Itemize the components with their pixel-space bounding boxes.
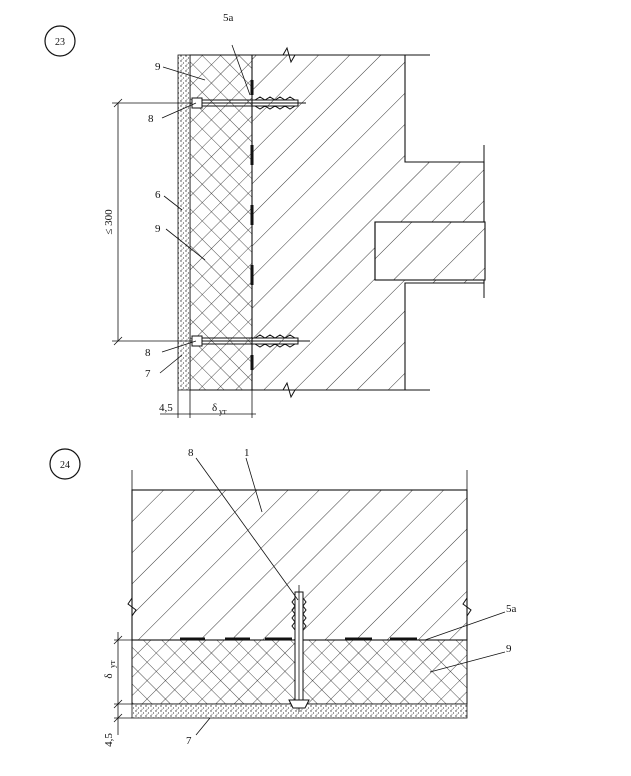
- figure-number: 23: [55, 37, 65, 48]
- render-layer: [177, 54, 191, 391]
- label-8: 8: [188, 447, 194, 459]
- label-6: 6: [155, 189, 161, 201]
- dimension-delta-subscript: ут: [108, 660, 117, 668]
- figure-number: 24: [60, 460, 70, 471]
- label-8-top: 8: [148, 113, 154, 125]
- figure-number-circle: [49, 448, 81, 480]
- label-9-top: 9: [155, 61, 161, 73]
- insulation-layer: [189, 54, 253, 391]
- dimension-4-5: 4,5: [103, 733, 115, 747]
- label-7: 7: [145, 368, 151, 380]
- label-5a: 5а: [223, 12, 234, 24]
- label-8-bottom: 8: [145, 347, 151, 359]
- label-9-mid: 9: [155, 223, 161, 235]
- dimension-delta: δ: [212, 402, 217, 414]
- figure-24: 24: [49, 447, 517, 747]
- dimension-4-5: 4,5: [159, 402, 173, 414]
- dimension-delta-subscript: ут: [219, 407, 227, 416]
- figure-number-circle: [44, 25, 76, 57]
- label-5a: 5а: [506, 603, 517, 615]
- figure-23: 23: [44, 12, 486, 418]
- dowel-top: [191, 96, 306, 110]
- dowel: [288, 585, 310, 712]
- label-9: 9: [506, 643, 512, 655]
- floor-slab: [374, 221, 486, 281]
- label-7: 7: [186, 735, 192, 747]
- label-1: 1: [244, 447, 250, 459]
- dimension-max-300: ≤ 300: [103, 209, 115, 235]
- dimension-delta: δ: [103, 673, 115, 678]
